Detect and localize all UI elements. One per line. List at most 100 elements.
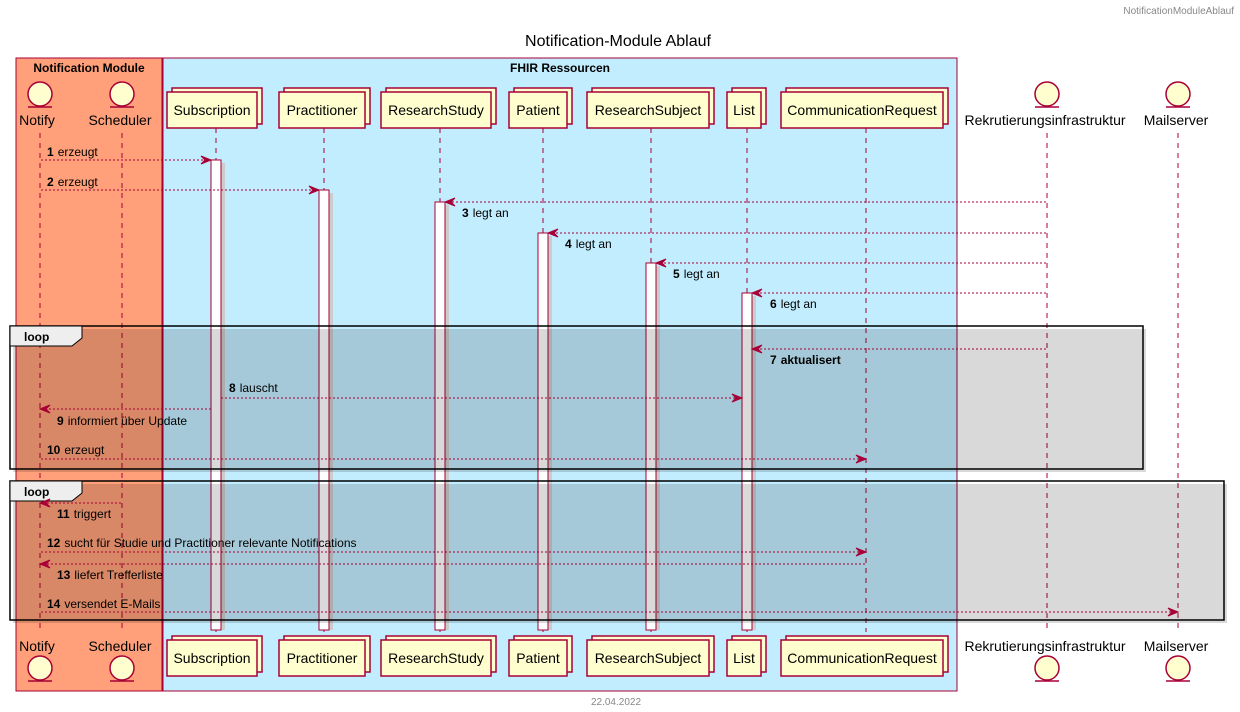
loop-frame-1: loop [9,325,1146,472]
message-text: legt an [684,267,720,281]
participant-label: ResearchStudy [388,650,484,666]
participant-researchsubject-bottom: ResearchSubject [586,635,715,677]
message-number: 4 [565,237,572,251]
participant-list-bottom: List [726,635,767,677]
participant-label: Mailserver [1144,112,1209,128]
message-text: versendet E-Mails [64,597,160,611]
message-number: 5 [673,267,680,281]
participant-mailserver-top: Mailserver [1144,81,1209,128]
participant-researchstudy-top: ResearchStudy [380,87,497,129]
activation-subscription [210,159,222,631]
participant-scheduler-top: Scheduler [88,81,152,128]
activation-patient [537,232,549,631]
activation-bars [210,159,756,631]
participant-label: Scheduler [88,112,151,128]
participant-label: Mailserver [1144,638,1209,654]
header-label: NotificationModuleAblauf [1123,6,1234,17]
message-text: erzeugt [64,443,105,457]
loop-label-1: loop [24,330,49,344]
participant-label: ResearchStudy [388,102,484,118]
participant-label: List [733,102,755,118]
diagram-title: Notification-Module Ablauf [525,33,711,50]
participant-notify-bottom: Notify [19,638,55,682]
loop-frame-2: loop [9,480,1227,623]
message-text: lauscht [240,381,279,395]
activation-practitioner [318,189,330,631]
message-number: 13 [57,568,71,582]
message-number: 11 [57,507,70,521]
message-text: sucht für Studie und Practitioner releva… [64,536,356,550]
entity-icon [1034,81,1060,107]
participants-top: Notify Scheduler Subscription Practition… [19,81,1209,129]
participant-subscription-bottom: Subscription [166,635,263,677]
fhir-resources-box [162,57,958,692]
message-text: triggert [74,507,112,521]
participant-practitioner-top: Practitioner [278,87,371,129]
message-text: informiert über Update [68,414,188,428]
message-number: 1 [47,145,54,159]
participant-notify-top: Notify [19,81,55,128]
participant-list-top: List [726,87,767,129]
entity-icon [27,81,53,107]
entity-icon [1165,655,1191,681]
participant-label: CommunicationRequest [787,102,937,118]
message-text: liefert Trefferliste [74,568,163,582]
notification-module-box-label: Notification Module [33,61,145,75]
message-text: erzeugt [58,145,99,159]
entity-icon [1034,655,1060,681]
message-text: legt an [781,297,817,311]
participant-practitioner-bottom: Practitioner [278,635,371,677]
participant-subscription-top: Subscription [166,87,263,129]
participant-label: List [733,650,755,666]
participant-label: ResearchSubject [595,650,702,666]
participant-communicationrequest-bottom: CommunicationRequest [780,635,949,677]
participant-label: Subscription [173,650,250,666]
loop-label-2: loop [24,485,49,499]
message-number: 8 [229,381,236,395]
participant-mailserver-bottom: Mailserver [1144,638,1209,682]
message-number: 6 [770,297,777,311]
entity-icon [1165,81,1191,107]
footer-date: 22.04.2022 [591,697,641,708]
participant-patient-bottom: Patient [508,635,573,677]
message-number: 14 [47,597,61,611]
entity-icon [109,81,135,107]
message-number: 3 [462,206,469,220]
participant-label: CommunicationRequest [787,650,937,666]
message-number: 12 [47,536,61,550]
participant-label: Practitioner [287,650,358,666]
message-number: 9 [57,414,64,428]
message-number: 7 [770,353,777,367]
participant-label: Practitioner [287,102,358,118]
participants-bottom: Notify Scheduler Subscription Practition… [19,635,1209,682]
message-text: legt an [576,237,612,251]
participant-label: Rekrutierungsinfrastruktur [964,112,1125,128]
participant-researchsubject-top: ResearchSubject [586,87,715,129]
entity-icon [27,655,53,681]
activation-researchsubject [645,262,657,631]
participant-rekrutierung-bottom: Rekrutierungsinfrastruktur [964,638,1126,682]
participant-label: Rekrutierungsinfrastruktur [964,638,1125,654]
participant-label: Subscription [173,102,250,118]
message-text: erzeugt [58,175,99,189]
participant-communicationrequest-top: CommunicationRequest [780,87,949,129]
entity-icon [109,655,135,681]
participant-label: Patient [516,650,560,666]
participant-rekrutierung-top: Rekrutierungsinfrastruktur [964,81,1126,128]
message-text: aktualisert [781,353,841,367]
